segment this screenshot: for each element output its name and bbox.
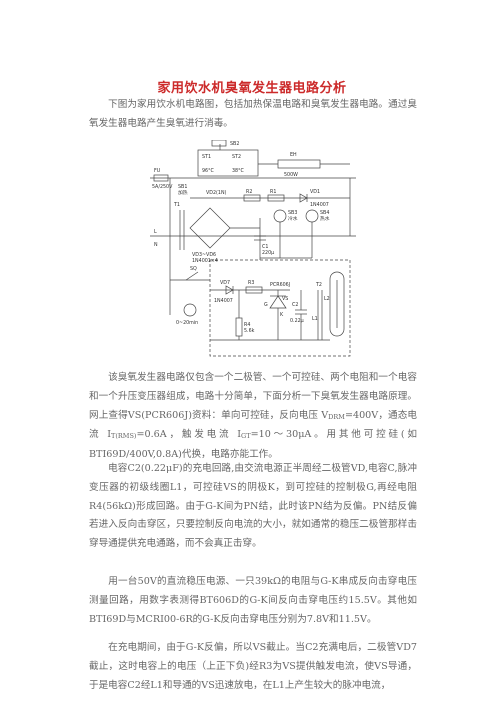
page-title: 家用饮水机臭氧发生器电路分析 <box>157 81 347 96</box>
paragraph-2: 电容C2(0.22μF)的充电回路,由交流电源正半周经二极管VD,电容C,脉冲变… <box>89 463 417 550</box>
intro-text: 下图为家用饮水机电路图，包括加热保温电路和臭氧发生器电路。通过臭氧发生器电路产生… <box>89 99 417 129</box>
label-l: L <box>154 229 157 235</box>
label-sb3-name: 冷水 <box>288 215 298 222</box>
label-vd1-part: 1N4007 <box>310 202 329 208</box>
label-sb1: SB1 <box>178 184 187 190</box>
label-sb2: SB2 <box>230 141 239 147</box>
label-k: K <box>280 312 284 318</box>
label-c1-val: 220μ <box>262 250 274 256</box>
label-n: N <box>154 242 158 248</box>
paragraph-3: 用一台50V的直流稳压电源、一只39kΩ的电阻与G-K串成反向击穿电压测量回路，… <box>89 576 417 625</box>
label-st1: ST1 <box>202 154 211 160</box>
label-t2: T2 <box>315 282 322 288</box>
label-st2: ST2 <box>232 154 241 160</box>
label-r4: R4 <box>244 322 250 328</box>
label-r4-val: 5.6k <box>244 328 255 334</box>
label-t38: 38°C <box>232 168 245 174</box>
label-sb4-name: 热水 <box>320 215 330 222</box>
label-r3: R3 <box>248 280 254 286</box>
label-vd7: VD7 <box>220 280 230 286</box>
label-fu-rating: 5A/250V <box>152 184 173 190</box>
circuit-diagram: FU 5A/250V SB2 ST1 ST2 96°C 38°C EH 500W… <box>150 140 356 357</box>
label-heat: 加热 <box>178 189 188 196</box>
intro-paragraph: 下图为家用饮水机电路图，包括加热保温电路和臭氧发生器电路。通过臭氧发生器电路产生… <box>89 96 417 134</box>
label-vd3: VD3~VD6 <box>192 252 216 258</box>
label-eh: EH <box>290 152 297 158</box>
label-vd2: VD2(1N) <box>206 190 227 196</box>
label-g: G <box>264 302 268 308</box>
label-r2: R2 <box>246 189 252 195</box>
label-sq: SQ <box>190 266 197 272</box>
label-l2: L2 <box>324 296 330 302</box>
label-vs: VS <box>282 296 288 302</box>
label-vd1: VD1 <box>310 189 320 195</box>
label-vd7-part: 1N4007 <box>214 298 233 304</box>
label-fu: FU <box>154 168 161 174</box>
label-sb3: SB3 <box>288 210 297 216</box>
label-l1: L1 <box>312 316 318 322</box>
paragraph-4: 在充电期间，由于G-K反偏，所以VS截止。当C2充满电后，二极管VD7截止，这时… <box>89 642 417 691</box>
label-sb4: SB4 <box>320 210 329 216</box>
label-eh-power: 500W <box>284 172 298 178</box>
label-timer: 0~20min <box>176 320 198 326</box>
label-c2: C2 <box>292 302 298 308</box>
label-c2-val: 0.22μ <box>290 318 304 324</box>
label-c1: C1 <box>262 244 268 250</box>
paragraph-1: 该臭氧发生器电路仅包含一个二极管、一个可控硅、两个电阻和一个电容和一个升压变压器… <box>89 372 417 461</box>
label-t1: T1 <box>173 202 180 208</box>
label-vs-part: PCR606J <box>270 282 290 288</box>
label-vd3-part: 1N4001×4 <box>192 258 218 264</box>
label-t96: 96°C <box>202 168 215 174</box>
label-r1: R1 <box>270 189 276 195</box>
